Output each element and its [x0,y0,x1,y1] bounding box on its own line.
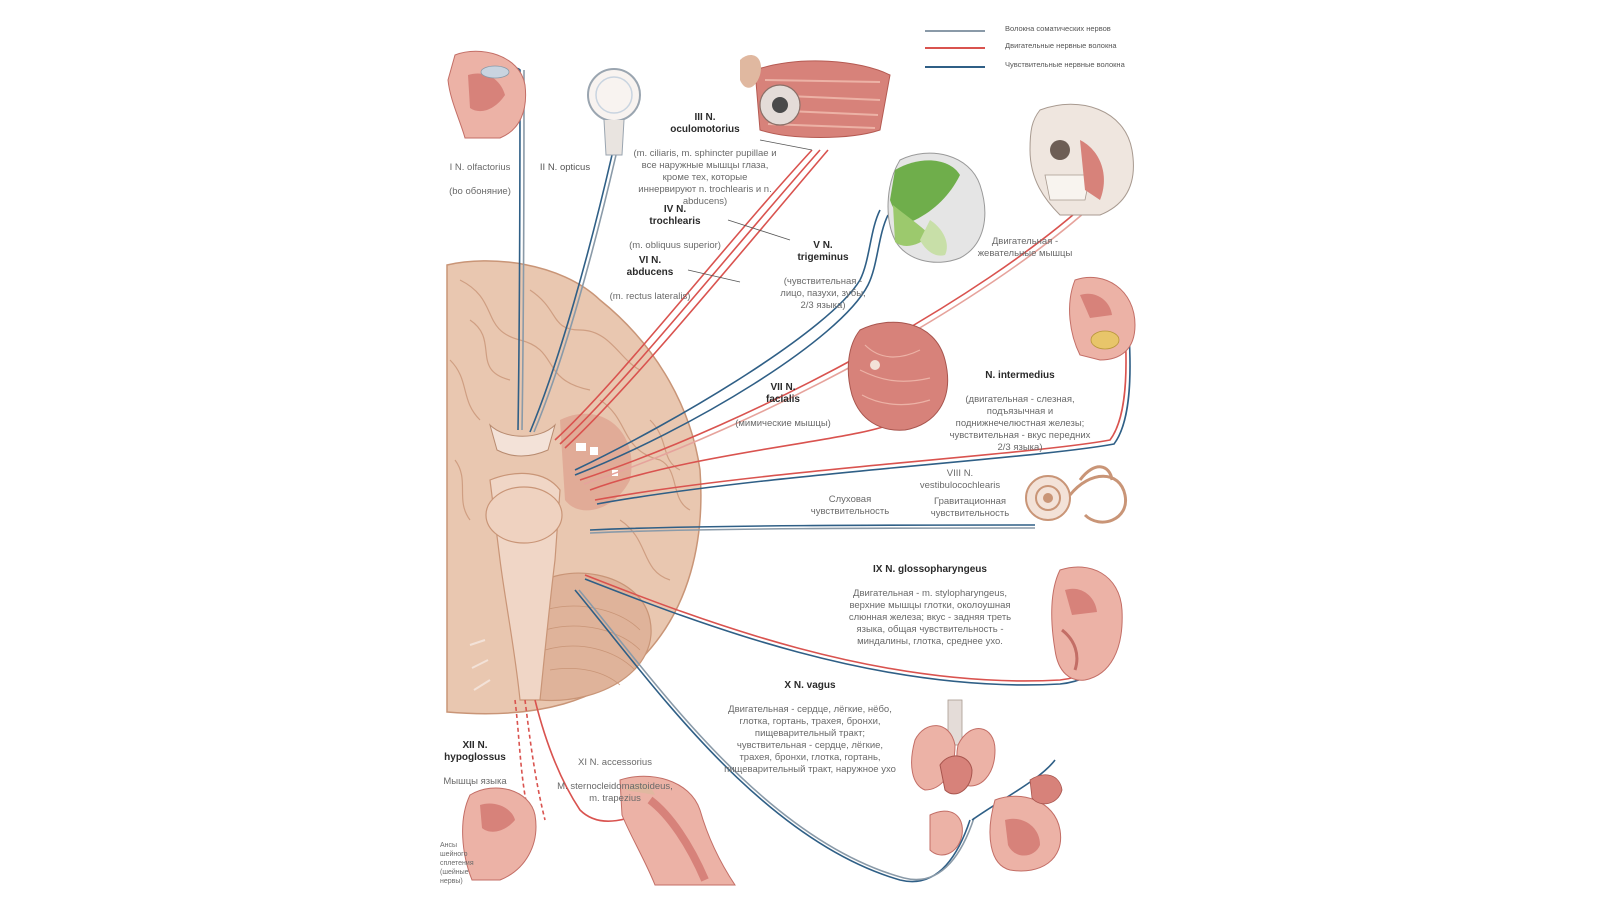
label-facialis: VII N. facialis (мимические мышцы) [728,370,838,430]
nerve-title: V N. trigeminus [797,240,849,263]
nerve-desc: Двигательная - m. stylopharyngeus, верхн… [848,588,1012,647]
tongue-illustration [462,787,537,881]
label-trigeminus-motor: Двигательная - жевательные мышцы [970,224,1080,260]
label-vestibulocochlearis: VIII N. vestibulocochlearis [895,456,1025,492]
nerve-desc: Мышцы языка [443,776,507,787]
label-olfactorius: I N. olfactorius (bo обоняние) [445,150,515,198]
nerve-title: N. intermedius [985,370,1055,381]
label-hearing: Слуховая чувствительность [800,482,900,518]
legend-label: Двигательные нервные волокна [1005,41,1117,50]
nerve-desc: Гравитационная чувствительность [930,496,1010,519]
nerve-title: XI N. accessorius [578,757,652,768]
nerve-title: IV N. trochlearis [649,204,701,227]
nerve-desc: Слуховая чувствительность [810,494,890,517]
visceral-organs-illustration [911,699,1063,872]
legend-label: Чувствительные нервные волокна [1005,60,1125,69]
eye-muscles-illustration [740,55,891,138]
nerve-title: X N. vagus [784,680,836,691]
label-hypoglossus: XII N. hypoglossus Мышцы языка [440,728,510,788]
nerve-title: III N. oculomotorius [670,112,740,135]
nose-illustration [447,50,527,139]
nerve-title: IX N. glossopharyngeus [873,564,987,575]
nerve-title: I N. olfactorius [449,162,511,173]
nerve-title: XII N. hypoglossus [444,740,506,763]
label-trigeminus: V N. trigeminus (чувствительная - лицо, … [768,228,878,312]
eye-illustration [587,68,641,156]
pharynx-illustration [1051,566,1123,681]
label-accessorius: XI N. accessorius M. sternocleidomastoid… [535,745,695,805]
label-abducens: VI N. abducens (m. rectus lateralis) [595,243,705,303]
nerve-desc: Ансы шейного сплетения (шейные нервы) [440,842,474,885]
nerve-desc: (чувствительная - лицо, пазухи, зубы, 2/… [780,276,866,311]
legend-swatch-motor [925,47,985,49]
nerve-title: II N. opticus [539,162,591,173]
legend-entry: Волокна соматических нервов [925,24,1145,36]
label-intermedius: N. intermedius (двигательная - слезная, … [935,358,1105,454]
brain-inferior-view [446,260,702,715]
nerve-desc: (двигательная - слезная, подъязычная и п… [949,394,1091,453]
legend-entry: Двигательные нервные волокна [925,41,1145,53]
label-vagus: X N. vagus Двигательная - сердце, лёгкие… [705,668,915,776]
nerve-title: VI N. abducens [626,255,674,278]
label-opticus: II N. opticus [530,150,600,174]
label-glossopharyngeus: IX N. glossopharyngeus Двигательная - m.… [830,552,1030,648]
neck-muscles-illustration [619,775,736,886]
inner-ear-illustration [1025,465,1127,524]
nerve-desc: Двигательная - жевательные мышцы [977,236,1073,259]
label-gravitation: Гравитационная чувствительность [920,484,1020,520]
nerve-desc: (m. ciliaris, m. sphincter pupillae и вс… [633,148,777,207]
legend-swatch-sensory [925,66,985,68]
legend-label: Волокна соматических нервов [1005,24,1111,33]
label-neck-note: Ансы шейного сплетения (шейные нервы) [440,832,490,886]
skull-illustration [1029,103,1134,216]
nerve-title: VII N. facialis [766,382,800,405]
trigeminal-face-illustration [887,152,986,263]
legend-entry: Чувствительные нервные волокна [925,60,1145,72]
salivary-glands-illustration [1069,276,1136,361]
nerve-desc: (m. rectus lateralis) [609,291,691,302]
nerve-desc: (мимические мышцы) [735,418,831,429]
nerve-desc: M. sternocleidomastoideus, m. trapezius [557,781,673,804]
nerve-title: VIII N. vestibulocochlearis [919,468,1001,491]
nerve-desc: Двигательная - сердце, лёгкие, нёбо, гло… [724,704,896,775]
nerve-desc: (m. obliquus superior) [629,240,721,251]
label-oculomotorius: III N. oculomotorius (m. ciliaris, m. sp… [620,100,790,208]
label-trochlearis: IV N. trochlearis (m. obliquus superior) [615,192,735,252]
facial-muscles-illustration [847,321,949,431]
nerve-desc: (bo обоняние) [449,186,511,197]
legend-swatch-somatic [925,30,985,32]
